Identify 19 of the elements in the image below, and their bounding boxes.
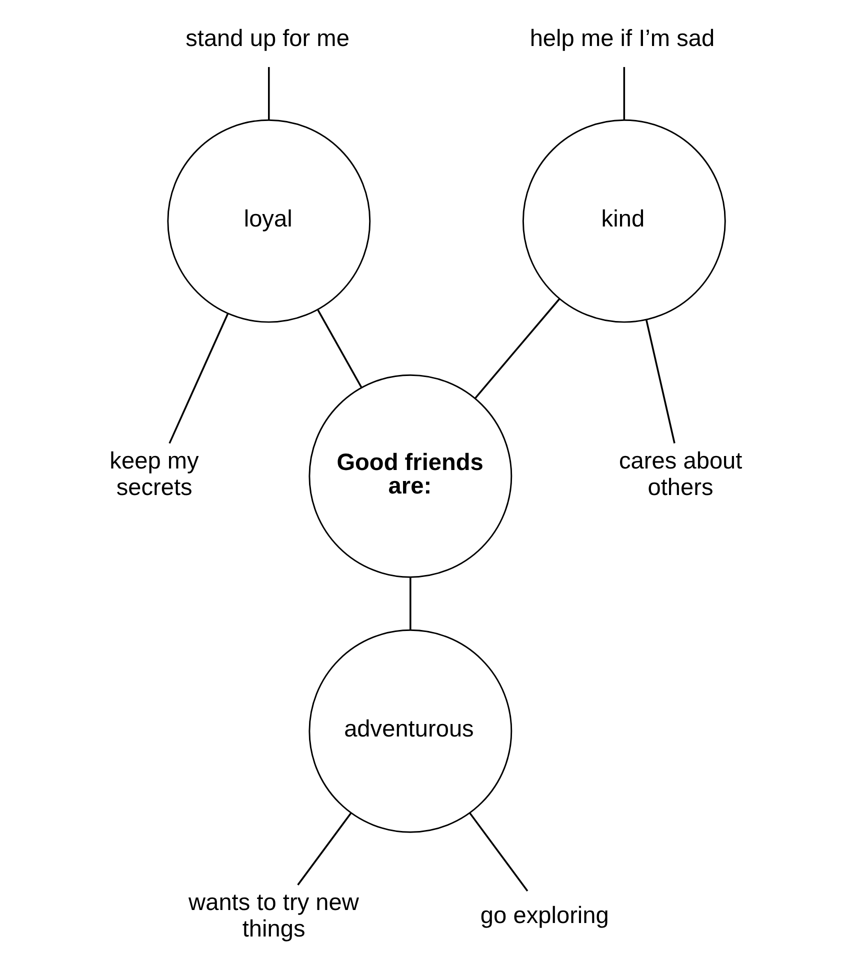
node-text: stand up for me: [185, 25, 349, 52]
node-text: keep my secrets: [109, 447, 198, 500]
node-text: help me if I’m sad: [529, 25, 714, 52]
node-circle: adventurous: [308, 629, 512, 833]
connector: [645, 320, 675, 444]
node-text: go exploring: [480, 902, 608, 928]
connector: [474, 298, 560, 399]
node-circle: Good friends are:: [308, 374, 512, 578]
connector: [168, 313, 228, 444]
connector: [316, 310, 362, 388]
node-circle: loyal: [166, 119, 370, 323]
connector: [409, 577, 411, 630]
connector: [268, 67, 270, 120]
node-circle: kind: [522, 119, 726, 323]
node-text: wants to try new things: [188, 888, 358, 942]
connector: [468, 812, 528, 892]
node-text: cares about others: [618, 447, 742, 500]
connector: [622, 67, 625, 120]
connector: [296, 812, 352, 886]
